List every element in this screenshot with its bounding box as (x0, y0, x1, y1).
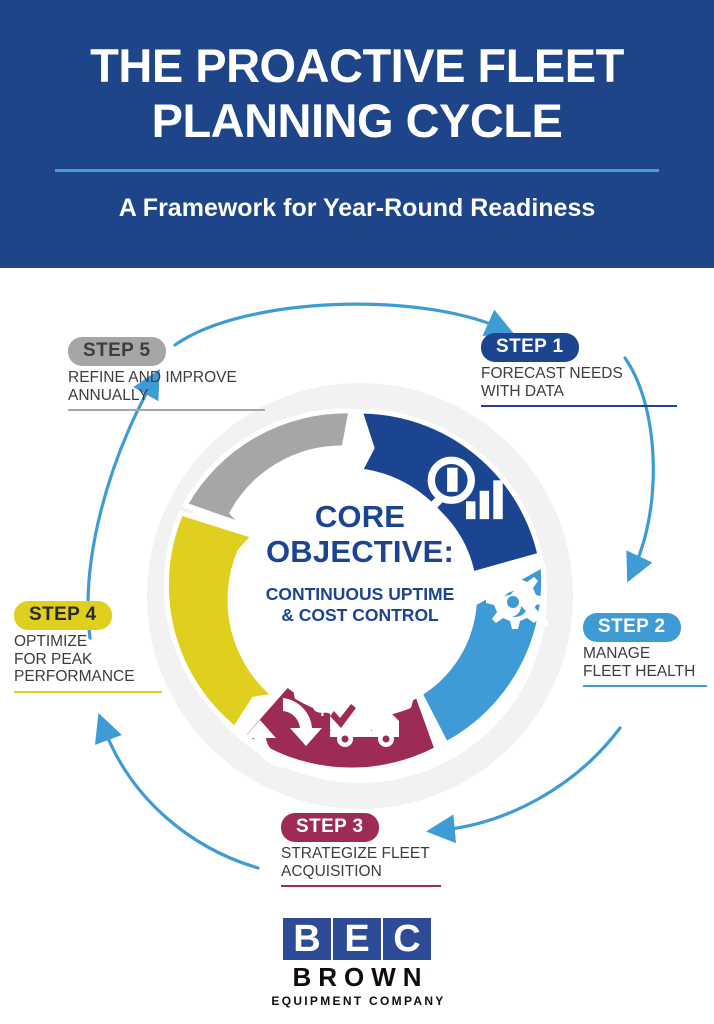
arrow-2-to-3 (426, 726, 622, 844)
page-title: THE PROACTIVE FLEET PLANNING CYCLE (0, 0, 714, 149)
refresh-cycle-icon (244, 698, 322, 768)
logo-company-name: BROWN (292, 962, 429, 992)
center-disc (243, 479, 477, 713)
step-4-badge: STEP 4 (14, 601, 112, 631)
core-objective-subheading: CONTINUOUS UPTIME & COST CONTROL (265, 583, 455, 625)
arrow-3-to-4 (94, 713, 260, 870)
core-objective-heading: CORE OBJECTIVE: (265, 499, 455, 570)
arrow-5-to-1 (173, 302, 515, 347)
step-5-badge: STEP 5 (68, 337, 166, 367)
step-3-underline (281, 885, 441, 888)
logo-letter-e: E (333, 918, 381, 960)
step-3-badge: STEP 3 (281, 813, 379, 843)
step-5-underline (68, 409, 265, 412)
step-5-description: REFINE AND IMPROVE ANNUALLY (68, 369, 237, 404)
step-label-2[interactable]: STEP 2 MANAGE FLEET HEALTH (583, 613, 707, 688)
segment-step-4[interactable] (163, 510, 278, 732)
header-divider (55, 168, 659, 172)
step-1-description: FORECAST NEEDS WITH DATA (481, 365, 623, 400)
shield-bolt-icon (184, 862, 244, 918)
arrow-4-to-5 (86, 369, 160, 640)
step-1-underline (481, 405, 677, 408)
step-2-description: MANAGE FLEET HEALTH (583, 645, 696, 680)
step-2-underline (583, 685, 707, 688)
core-objective-block: CORE OBJECTIVE: CONTINUOUS UPTIME & COST… (245, 499, 475, 626)
step-label-5[interactable]: STEP 5 REFINE AND IMPROVE ANNUALLY (68, 337, 265, 412)
step-1-badge: STEP 1 (481, 333, 579, 363)
logo-letter-b: B (283, 918, 331, 960)
step-label-1[interactable]: STEP 1 FORECAST NEEDS WITH DATA (481, 333, 677, 408)
gear-wrench-icon (486, 571, 549, 629)
svg-text:$: $ (312, 680, 333, 721)
header-banner: THE PROACTIVE FLEET PLANNING CYCLE A Fra… (0, 0, 714, 268)
magnifier-bar-chart-icon (424, 456, 503, 520)
segment-step-1[interactable] (357, 408, 543, 581)
step-3-description: STRATEGIZE FLEET ACQUISITION (281, 845, 430, 880)
page-subtitle: A Framework for Year-Round Readiness (118, 193, 596, 222)
cycle-diagram: $ (0, 268, 714, 918)
segment-step-5[interactable] (182, 408, 354, 529)
step-2-badge: STEP 2 (583, 613, 681, 643)
step-4-underline (14, 690, 162, 693)
truck-dollar-check-icon: $ (312, 680, 399, 747)
step-4-description: OPTIMIZE FOR PEAK PERFORMANCE (14, 633, 135, 686)
title-line-1: THE PROACTIVE FLEET (90, 39, 624, 92)
step-label-4[interactable]: STEP 4 OPTIMIZE FOR PEAK PERFORMANCE (14, 601, 162, 693)
step-label-3[interactable]: STEP 3 STRATEGIZE FLEET ACQUISITION (281, 813, 441, 888)
outer-ring-backdrop (147, 383, 573, 809)
title-line-2: PLANNING CYCLE (151, 94, 563, 148)
logo-letter-c: C (383, 918, 431, 960)
arrow-1-to-2 (623, 356, 655, 583)
logo-tagline: EQUIPMENT COMPANY (271, 994, 446, 1008)
